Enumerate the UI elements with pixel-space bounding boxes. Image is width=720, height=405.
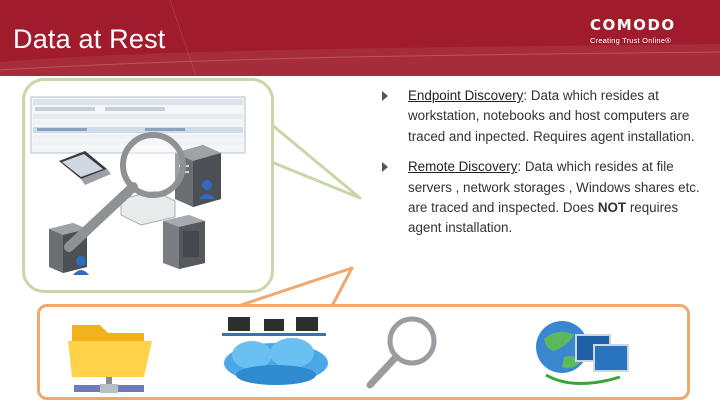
bullet-text: Data which resides at workstation, noteb…	[408, 88, 695, 144]
laptop-icon	[59, 151, 111, 185]
header-swoosh	[0, 0, 720, 76]
bullet-arrow-icon	[382, 91, 388, 101]
bullet-separator: :	[517, 159, 522, 175]
bullet-remote-discovery: Remote Discovery: Data which resides at …	[382, 157, 702, 239]
bullet-list: Endpoint Discovery: Data which resides a…	[382, 86, 702, 249]
comodo-logo: COMODO Creating Trust Online®	[590, 16, 690, 45]
slide-header: Data at Rest COMODO Creating Trust Onlin…	[0, 0, 720, 76]
endpoint-illustration	[30, 96, 246, 275]
remote-resources-panel	[37, 304, 690, 400]
bullet-separator: :	[523, 88, 528, 103]
logo-tagline: Creating Trust Online®	[590, 36, 671, 45]
bullet-text-end: requires agent installation.	[408, 200, 679, 236]
slide-title: Data at Rest	[13, 24, 166, 54]
workstation-base	[120, 190, 176, 226]
endpoint-illustration-bubble	[22, 78, 274, 293]
user-icon	[73, 256, 89, 275]
bullet-arrow-icon	[382, 162, 388, 173]
magnifier-icon	[64, 132, 186, 252]
bullet-emphasis: NOT	[597, 200, 627, 216]
magnifier-icon	[366, 316, 437, 389]
user-icon	[199, 180, 215, 199]
bullet-endpoint-discovery: Endpoint Discovery: Data which resides a…	[382, 86, 702, 147]
network-globe-icon	[536, 321, 629, 386]
network-cloud-icon	[222, 317, 328, 385]
logo-name: COMODO	[590, 16, 676, 34]
folder-share-icon	[68, 325, 152, 393]
bullet-heading: Endpoint Discovery	[408, 88, 524, 103]
server-icon	[163, 215, 205, 269]
bullet-heading: Remote Discovery	[408, 159, 518, 175]
bullet-text: Data which resides at file servers , net…	[408, 159, 700, 216]
